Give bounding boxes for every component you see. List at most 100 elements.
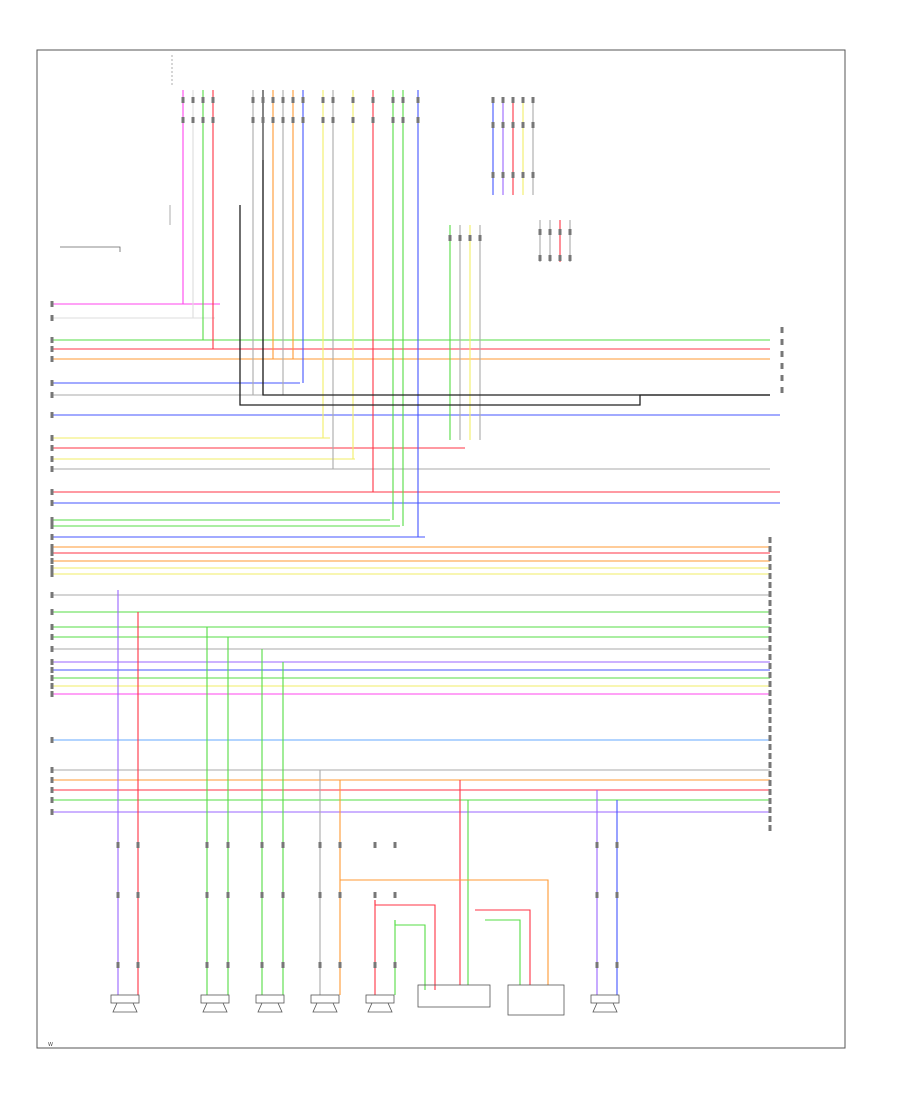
speaker-lead-pin [281, 962, 285, 968]
right-connector-pin [768, 573, 772, 579]
top-connector-pin [211, 117, 215, 123]
speaker-lead-pin [136, 892, 140, 898]
diagram-frame [36, 49, 846, 1049]
left-connector-pin-35 [50, 777, 54, 783]
top-connector-pin [331, 97, 335, 103]
left-connector-pin-4 [50, 346, 54, 352]
right-connector-pin [768, 627, 772, 633]
right-connector-pin [768, 798, 772, 804]
left-connector-pin-10 [50, 445, 54, 451]
right-connector-pin [768, 771, 772, 777]
right-upper-connector-pin [780, 363, 784, 369]
left-connector-pin-31 [50, 683, 54, 689]
top-connector-pin [181, 97, 185, 103]
left-connector-pin-21 [50, 565, 54, 571]
left-connector-pin-1 [50, 301, 54, 307]
left-connector-pin-37 [50, 797, 54, 803]
left-connector-pin-11 [50, 456, 54, 462]
speaker-8-body [590, 994, 620, 1004]
speaker-lead-pin [393, 962, 397, 968]
upper-bundle-pin [521, 172, 525, 178]
left-connector-pin-5 [50, 356, 54, 362]
right-connector-pin [768, 699, 772, 705]
left-connector-pin-33 [50, 737, 54, 743]
right-connector-pin [768, 780, 772, 786]
speaker-lead-pin [116, 962, 120, 968]
wire-group [52, 90, 780, 995]
speaker-lead-pin [260, 962, 264, 968]
left-connector-pin-13 [50, 489, 54, 495]
footer-code: W [48, 1042, 53, 1048]
left-connector-pin-36 [50, 787, 54, 793]
module-pin [568, 229, 572, 235]
upper-bundle-pin [491, 122, 495, 128]
right-upper-connector-pin [780, 339, 784, 345]
top-connector-pin [281, 117, 285, 123]
speaker-lead-pin [338, 842, 342, 848]
speaker-lead-pin [318, 842, 322, 848]
right-connector-pin [768, 636, 772, 642]
top-connector-pin [211, 97, 215, 103]
speaker-lead-pin [595, 842, 599, 848]
speaker-lead-pin [595, 892, 599, 898]
speaker-lead-pin [373, 842, 377, 848]
top-connector-pin [191, 117, 195, 123]
left-connector-pin-3 [50, 337, 54, 343]
upper-bundle-pin [511, 122, 515, 128]
connector-group [50, 97, 784, 968]
speaker-4-cone [312, 1002, 338, 1013]
module-pin [548, 229, 552, 235]
top-connector-pin [301, 117, 305, 123]
right-connector-pin [768, 537, 772, 543]
left-connector-pin-12 [50, 466, 54, 472]
speaker-lead-pin [281, 842, 285, 848]
top-connector-pin [251, 97, 255, 103]
module-pin [558, 229, 562, 235]
upper-bundle-pin [511, 97, 515, 103]
left-connector-pin-34 [50, 767, 54, 773]
left-connector-pin-30 [50, 675, 54, 681]
top-connector-pin [401, 117, 405, 123]
top-connector-pin [201, 97, 205, 103]
top-connector-pin [291, 97, 295, 103]
speaker-lead-pin [136, 962, 140, 968]
right-upper-connector-pin [780, 351, 784, 357]
jumper-wire-1 [374, 900, 436, 990]
left-connector-pin-28 [50, 659, 54, 665]
upper-bundle-pin [531, 172, 535, 178]
speaker-lead-pin [116, 842, 120, 848]
module-feed-wire-4 [485, 919, 521, 985]
speaker-1-body [110, 994, 140, 1004]
right-connector-pin [768, 618, 772, 624]
top-connector-pin [271, 97, 275, 103]
left-connector-pin-7 [50, 392, 54, 398]
module-feed-wire-3 [475, 909, 531, 985]
mid-connector-pin [478, 235, 482, 241]
speaker-lead-pin [205, 962, 209, 968]
upper-bundle-pin [531, 122, 535, 128]
right-connector-pin [768, 546, 772, 552]
speaker-lead-pin [205, 892, 209, 898]
speaker-lead-pin [226, 842, 230, 848]
left-connector-pin-6 [50, 380, 54, 386]
upper-bundle-pin [491, 97, 495, 103]
right-upper-connector-pin [780, 327, 784, 333]
right-connector-pin [768, 744, 772, 750]
module-feed-wire-5 [340, 879, 549, 985]
speaker-lead-pin [226, 962, 230, 968]
speaker-2-body [200, 994, 230, 1004]
top-connector-pin [371, 117, 375, 123]
left-connector-pin-25 [50, 624, 54, 630]
module-pin [568, 255, 572, 261]
left-connector-pin-15 [50, 517, 54, 523]
top-connector-pin [351, 97, 355, 103]
top-connector-pin [261, 97, 265, 103]
speaker-lead-pin [373, 962, 377, 968]
left-connector-pin-22 [50, 571, 54, 577]
speaker-lead-pin [615, 892, 619, 898]
top-connector-pin [251, 117, 255, 123]
top-connector-pin [321, 117, 325, 123]
right-connector-pin [768, 807, 772, 813]
speaker-lead-pin [136, 842, 140, 848]
